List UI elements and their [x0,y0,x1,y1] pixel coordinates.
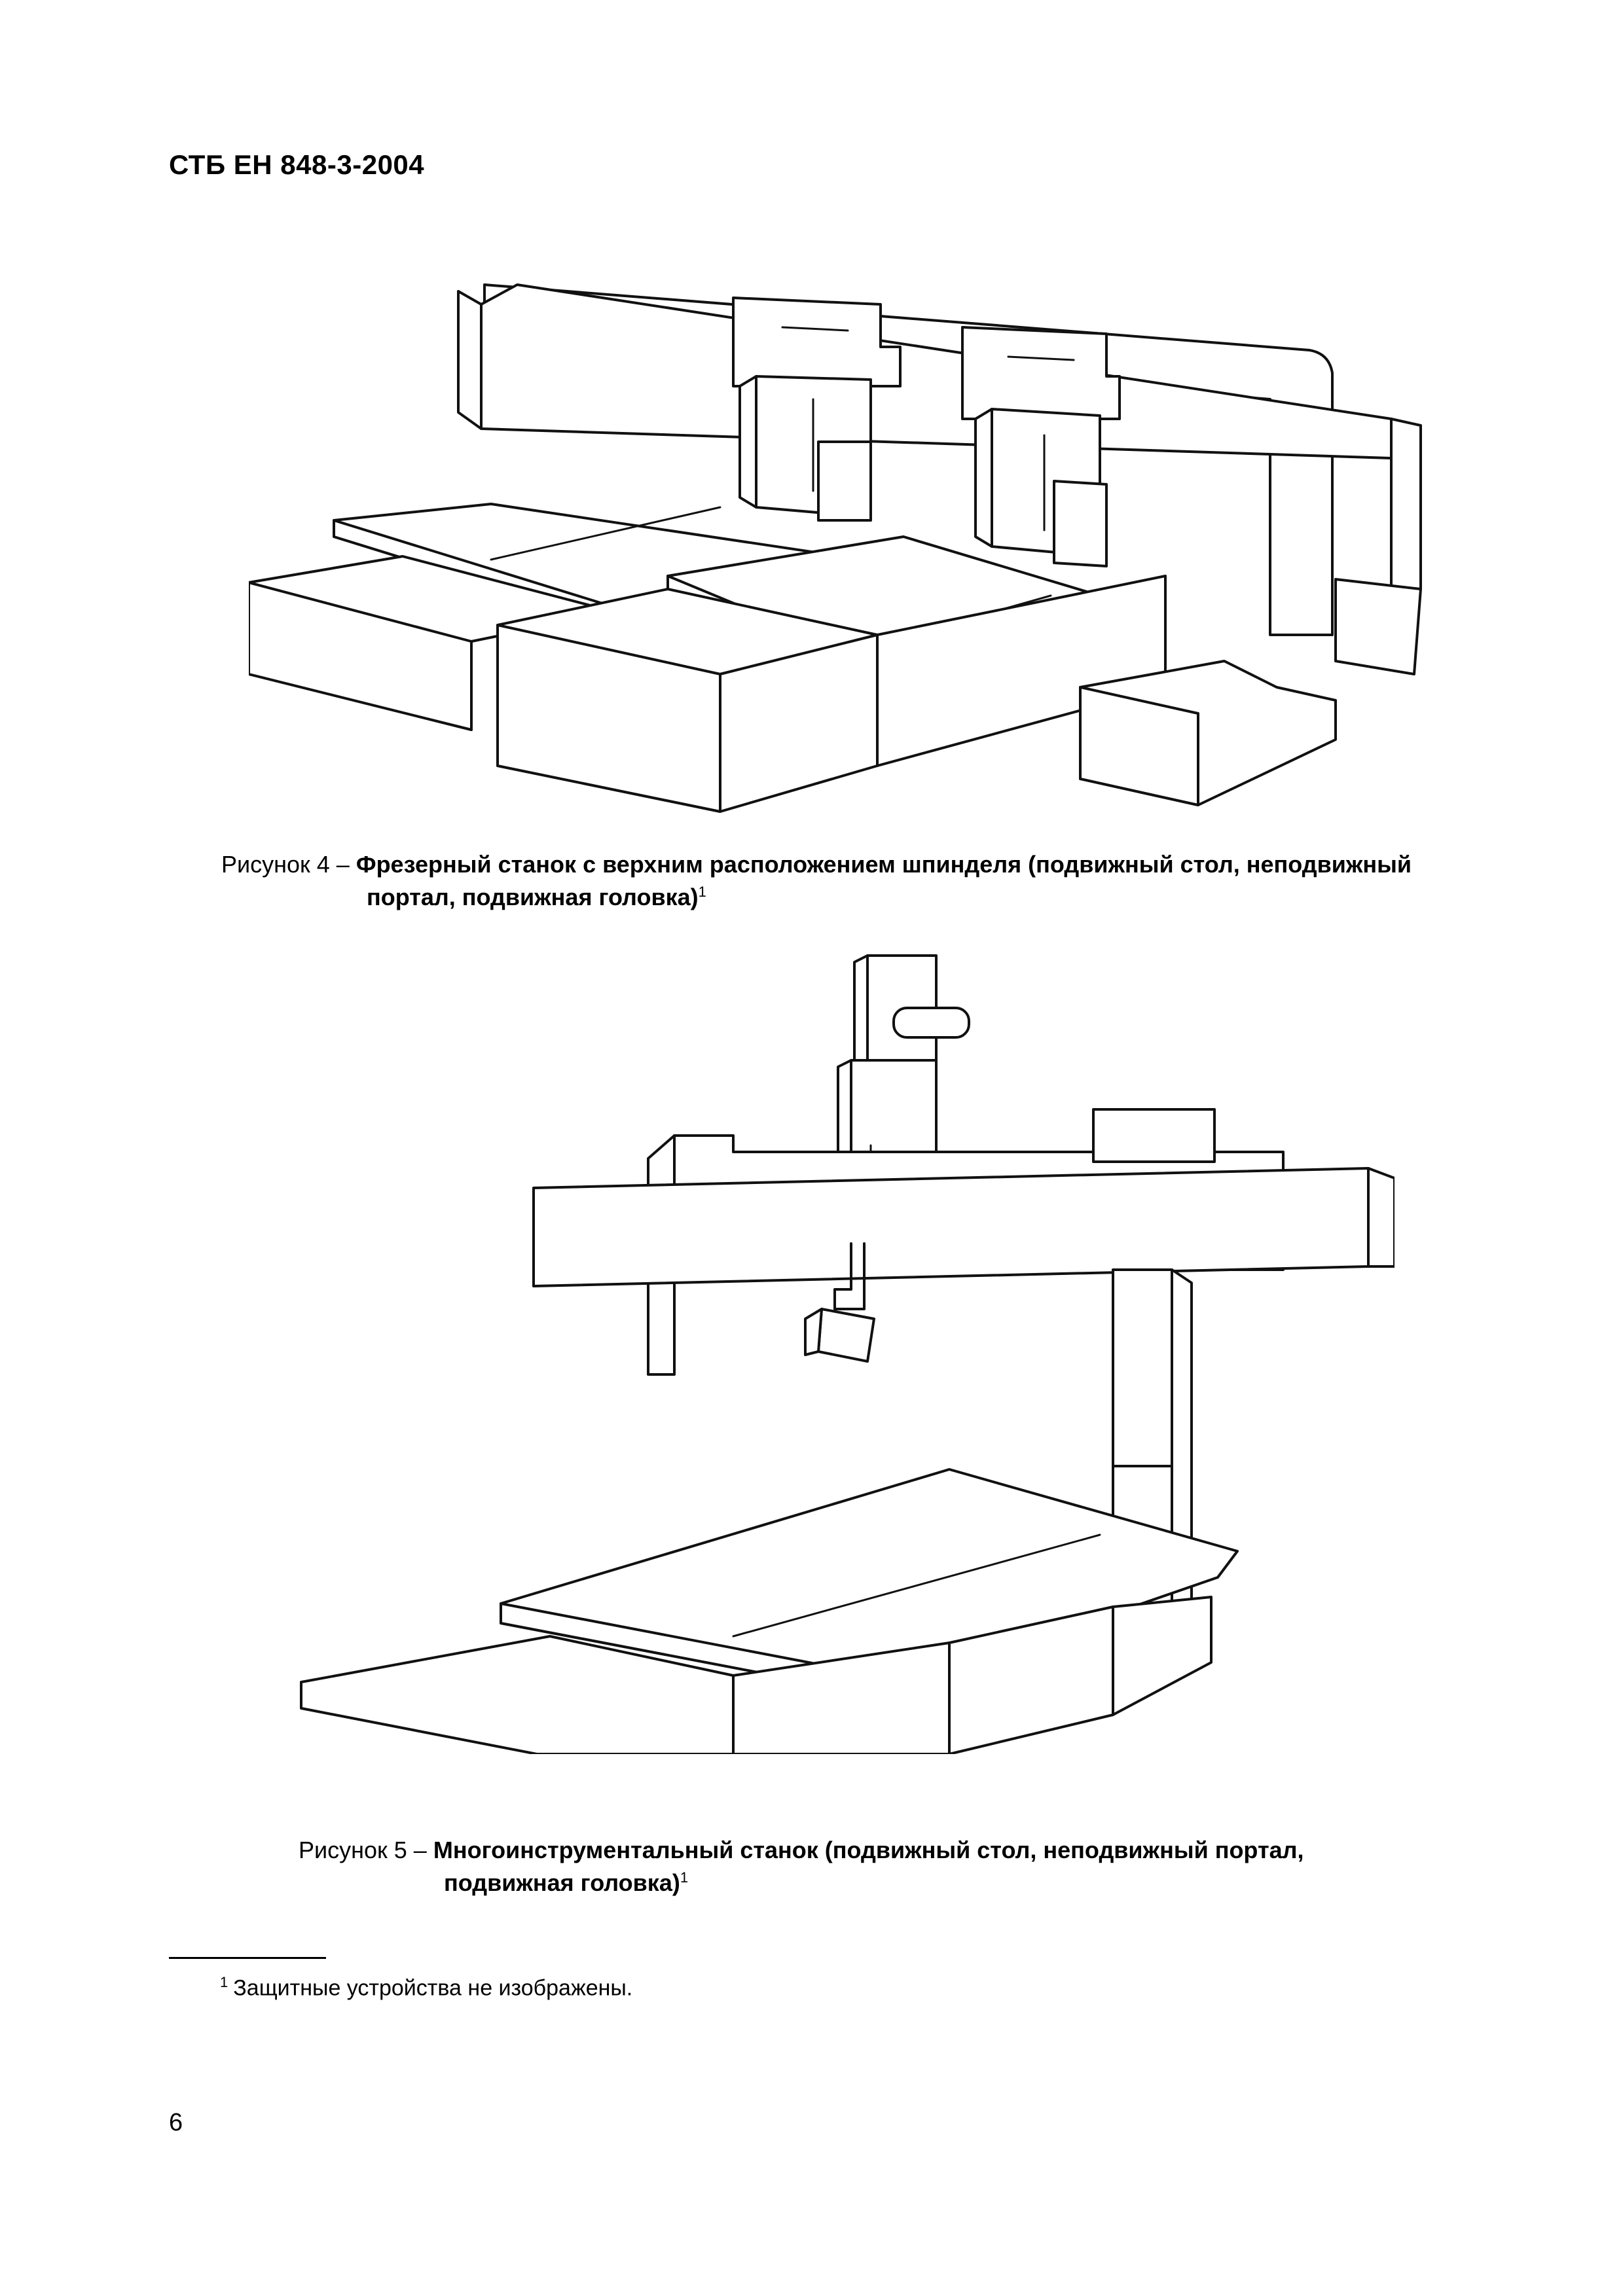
figure-4-title-line2: портал, подвижная головка) [367,884,699,910]
document-header: СТБ ЕН 848-3-2004 [169,149,425,180]
figure-5-title-line2: подвижная головка) [444,1869,680,1896]
figure-5-label: Рисунок 5 – [299,1837,427,1863]
figure-4-footnote-ref: 1 [698,884,706,900]
footnote-ref: 1 [220,1974,228,1990]
figure-4-drawing [249,268,1447,844]
machine-base [300,1635,735,1754]
figure-5-caption: Рисунок 5 – Многоинструментальный станок… [299,1837,1412,1897]
head-right-slide [961,326,1121,420]
rear-beam [483,283,1334,636]
figure-5-title-line1: Многоинструментальный станок (подвижный … [433,1837,1304,1863]
footnote-text: Защитные устройства не изображены. [233,1975,633,2001]
footnote: 1 Защитные устройства не изображены. [220,1974,632,2001]
page-number: 6 [169,2109,183,2136]
figure-4-caption: Рисунок 4 – Фрезерный станок с верхним р… [221,851,1478,911]
figure-5-footnote-ref: 1 [680,1869,689,1886]
figure-4-title-line1: Фрезерный станок с верхним расположением… [356,851,1412,878]
front-crossbeam [532,1167,1370,1287]
figure-5-drawing [282,942,1395,1754]
figure-4-label: Рисунок 4 – [221,851,350,878]
footnote-separator [169,1957,326,1959]
tool-head [817,1308,875,1363]
head-left-slide [732,296,902,387]
